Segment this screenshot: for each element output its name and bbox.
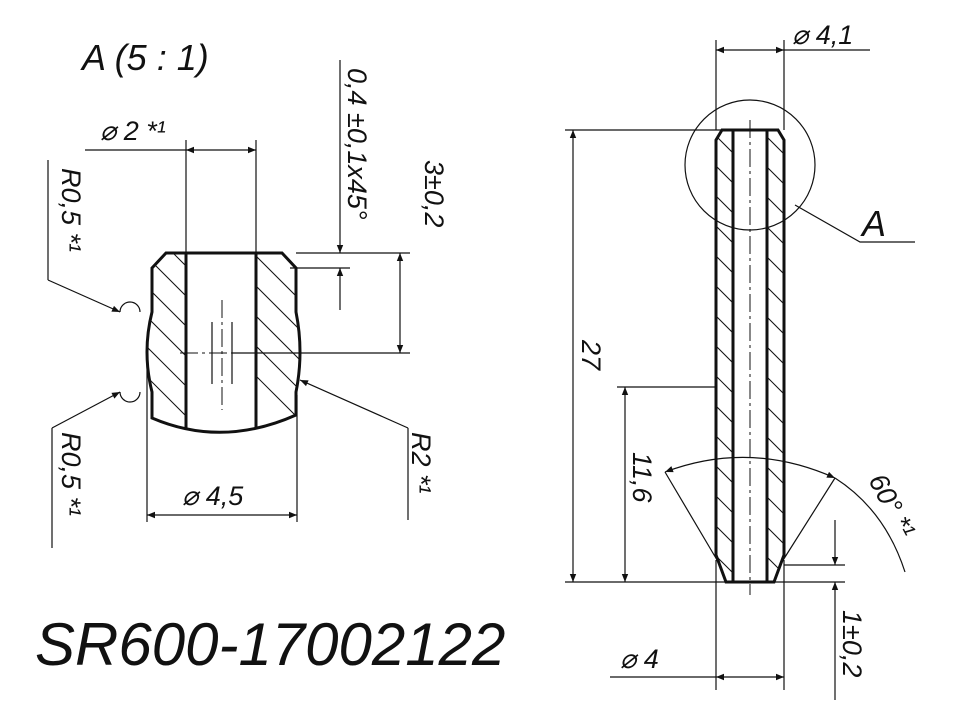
detail-bore — [184, 253, 258, 428]
detail-outline — [145, 251, 302, 434]
radius-top-label: R0,5 *¹ — [56, 168, 86, 252]
dim-angle: 60° *¹ — [664, 456, 921, 573]
part-number: SR600-17002122 — [35, 611, 505, 678]
detail-callout: A — [684, 99, 915, 244]
chamfer-label: 0,4 ±0,1x45° — [342, 68, 372, 220]
dim-radius-bottom: R0,5 *¹ — [51, 391, 141, 548]
top-diameter-label: ⌀ 4,1 — [792, 20, 853, 50]
outer-diameter-label: ⌀ 4,5 — [182, 481, 244, 511]
depth-label: 3±0,2 — [419, 160, 449, 227]
dim-bore-diameter: ⌀ 2 *¹ — [85, 116, 257, 253]
dim-partial-length: 11,6 — [617, 386, 716, 582]
dim-depth: 3±0,2 — [232, 160, 449, 354]
dim-chamfer: 0,4 ±0,1x45° — [290, 60, 372, 310]
bore-diameter-label: ⌀ 2 *¹ — [100, 116, 166, 146]
radius-r2-label: R2 *¹ — [406, 432, 436, 494]
angle-label: 60° *¹ — [863, 469, 921, 543]
dim-length: 27 — [565, 129, 726, 583]
detail-title: A (5 : 1) — [80, 37, 209, 78]
detail-view-a: A (5 : 1) ⌀ 2 *¹ ⌀ 4,5 — [47, 37, 449, 548]
bottom-diameter-label: ⌀ 4 — [620, 644, 659, 674]
dim-radius-r2: R2 *¹ — [299, 379, 436, 520]
radius-bottom-label: R0,5 *¹ — [56, 432, 86, 516]
partial-length-label: 11,6 — [627, 452, 657, 504]
rod-bore — [731, 130, 769, 582]
dim-bottom-chamfer: 1±0,2 — [774, 520, 867, 700]
detail-callout-label: A — [860, 203, 886, 244]
main-view: A ⌀ 4,1 27 11,6 60° *¹ — [565, 20, 921, 700]
dim-bottom-diameter: ⌀ 4 — [610, 560, 785, 690]
bottom-chamfer-label: 1±0,2 — [837, 610, 867, 677]
dim-radius-top: R0,5 *¹ — [47, 160, 141, 313]
dim-outer-diameter: ⌀ 4,5 — [146, 360, 298, 522]
detail-centerline — [180, 300, 262, 410]
length-label: 27 — [576, 339, 606, 371]
detail-hatching — [147, 253, 300, 428]
dim-top-diameter: ⌀ 4,1 — [715, 20, 870, 130]
